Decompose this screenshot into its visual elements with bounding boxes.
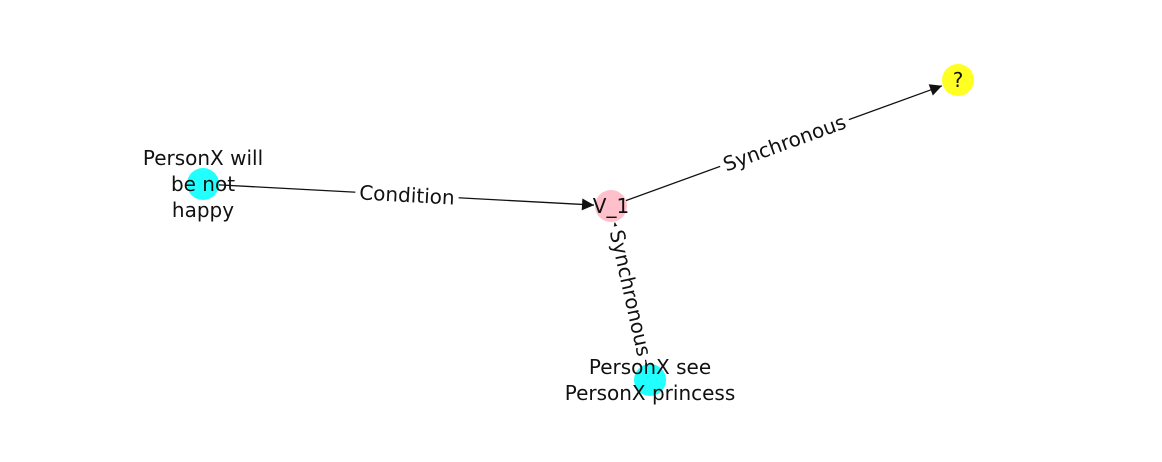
node-label-n2-line-1: PersonX princess [565,381,736,405]
node-label-n2-line-0: PersonX see [589,355,711,379]
node-n1 [187,168,219,200]
nodes-layer [187,64,974,396]
node-v1 [595,190,627,222]
node-label-q-line-0: ? [953,68,964,92]
edge-label-background [715,107,854,179]
node-n2 [634,364,666,396]
edge-label-text: Condition [359,180,456,209]
node-label-v1-line-0: V_1 [593,194,629,218]
edge-label-n2-to-v1: Synchronous [602,223,659,363]
node-label-n1-line-1: be not [171,172,235,196]
node-label-n1-line-2: happy [172,198,234,222]
edge-label-v1-to-q: Synchronous [715,107,854,179]
edge-label-text: Synchronous [720,110,849,177]
node-q [942,64,974,96]
edge-label-text: Synchronous [605,227,657,358]
edge-label-background [354,179,460,211]
edge-label-background [602,223,659,363]
node-label-n1-line-0: PersonX will [143,146,263,170]
edge-label-n1-to-v1: Condition [354,179,460,211]
